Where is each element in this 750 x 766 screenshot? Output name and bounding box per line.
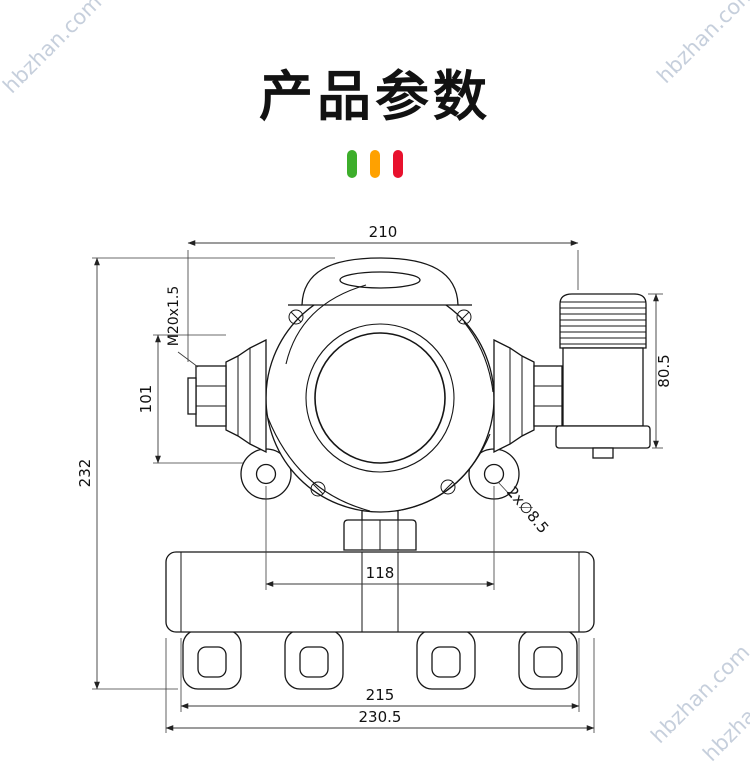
- foot-pad: [533, 646, 563, 678]
- foot-pad: [197, 646, 227, 678]
- accent-bar-green: [347, 150, 357, 178]
- screw: [456, 309, 472, 325]
- swirl-line: [395, 433, 491, 512]
- swirl-line: [463, 321, 494, 393]
- right-connector-fitting: [493, 338, 563, 454]
- page-title: 产品参数: [259, 67, 491, 127]
- bottom-thread-nut: [343, 510, 417, 551]
- dim-hole-pitch: 118: [265, 486, 495, 590]
- screw: [440, 479, 456, 495]
- dim-base-width: 230.5: [165, 638, 595, 733]
- dim-label-bracket-width: 215: [366, 686, 395, 704]
- accent-bar-red: [393, 150, 403, 178]
- detector-front-view: [187, 257, 651, 551]
- foot-pad: [299, 646, 329, 678]
- sensor-head: [555, 293, 651, 459]
- dim-hole-note: 2x∅8.5: [497, 481, 552, 537]
- top-dome: [301, 257, 459, 306]
- dim-label-hole-pitch: 118: [366, 564, 395, 582]
- technical-drawing: 210 232 101 M20x1.5 80.5 2x∅8.5: [76, 223, 673, 733]
- left-cable-entry-fitting: [187, 338, 267, 454]
- screw: [310, 481, 326, 497]
- accent-bars: [0, 150, 750, 178]
- mounting-bracket: [165, 551, 595, 633]
- dim-label-left-height: 101: [137, 385, 155, 414]
- dim-label-sensor-height: 80.5: [655, 354, 673, 387]
- dim-overall-width: 210: [187, 223, 579, 362]
- lens-outer-ring: [305, 323, 455, 473]
- swirl-line: [267, 417, 371, 512]
- detector-body: [265, 283, 495, 513]
- lens-inner-ring: [314, 332, 446, 464]
- screw: [288, 309, 304, 325]
- dim-label-overall-width: 210: [369, 223, 398, 241]
- swirl-line: [285, 284, 367, 365]
- dim-bracket-width: 215: [180, 638, 580, 712]
- dim-label-base-width: 230.5: [359, 708, 402, 726]
- dim-label-overall-height: 232: [76, 459, 94, 488]
- bracket-feet: [182, 629, 578, 690]
- left-ear-hole: [255, 463, 277, 485]
- dim-thread-spec: M20x1.5: [166, 286, 199, 368]
- dim-left-height: 101: [137, 334, 243, 464]
- accent-bar-orange: [370, 150, 380, 178]
- dim-overall-height: 232: [76, 257, 335, 690]
- dim-label-thread-spec: M20x1.5: [166, 286, 182, 346]
- dome-slot: [339, 271, 421, 289]
- right-ear-hole: [483, 463, 505, 485]
- dim-sensor-height: 80.5: [648, 293, 673, 449]
- foot-pad: [431, 646, 461, 678]
- dim-label-hole-note: 2x∅8.5: [503, 483, 552, 537]
